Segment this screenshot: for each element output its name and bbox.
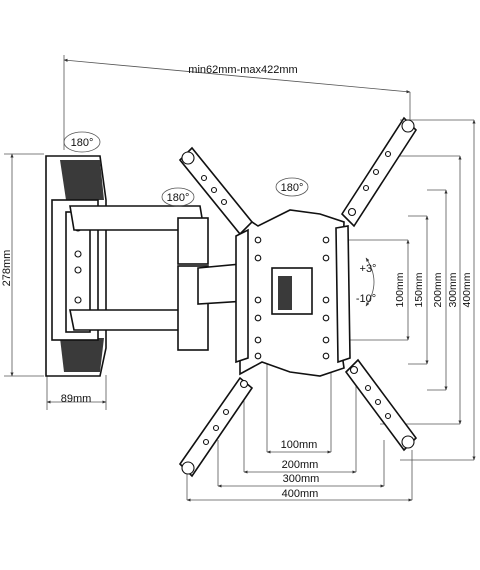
vesa-v-100-label: 100mm [394, 272, 406, 307]
vesa-v-200-label: 200mm [432, 272, 444, 307]
wall-plate-depth-label: 89mm [61, 393, 92, 405]
vesa-h-300-label: 300mm [283, 473, 320, 485]
vesa-bracket-bottom-left [178, 376, 254, 478]
vesa-v-400-label: 400mm [461, 272, 473, 307]
vesa-horizontal-dimensions [186, 330, 413, 502]
vesa-bracket-mid-left [235, 228, 249, 364]
rotate-arm-label: 180° [167, 192, 190, 204]
rotation-symbol-head [275, 177, 309, 197]
vesa-bracket-top-left [178, 146, 254, 236]
rotate-wall-label: 180° [71, 137, 94, 149]
wall-plate-height-label: 278mm [1, 250, 13, 287]
tilt-arrow [365, 257, 375, 307]
arm-extension-dimension [63, 55, 411, 150]
vesa-v-300-label: 300mm [447, 272, 459, 307]
vesa-bracket-bottom-right [344, 358, 418, 452]
vesa-bracket-top-right [340, 116, 418, 228]
vesa-h-400-label: 400mm [282, 488, 319, 500]
rotation-symbol-wall [63, 131, 101, 153]
arm-extension-label: min62mm-max422mm [188, 64, 297, 76]
tilt-up-label: +3° [360, 263, 377, 275]
vesa-bracket-mid-right [335, 225, 351, 364]
tilt-down-label: -10° [356, 293, 376, 305]
rotate-head-label: 180° [281, 182, 304, 194]
wall-plate-height-dimension [4, 153, 44, 377]
vesa-vertical-dimensions [342, 119, 476, 461]
vesa-v-150-label: 150mm [413, 272, 425, 307]
vesa-h-200-label: 200mm [282, 459, 319, 471]
mounting-head [239, 209, 345, 377]
vesa-h-100-label: 100mm [281, 439, 318, 451]
wall-plate-depth-dimension [46, 375, 107, 410]
rotation-symbol-arm [161, 187, 195, 207]
wall-plate [45, 155, 107, 377]
head-holes [254, 236, 330, 360]
